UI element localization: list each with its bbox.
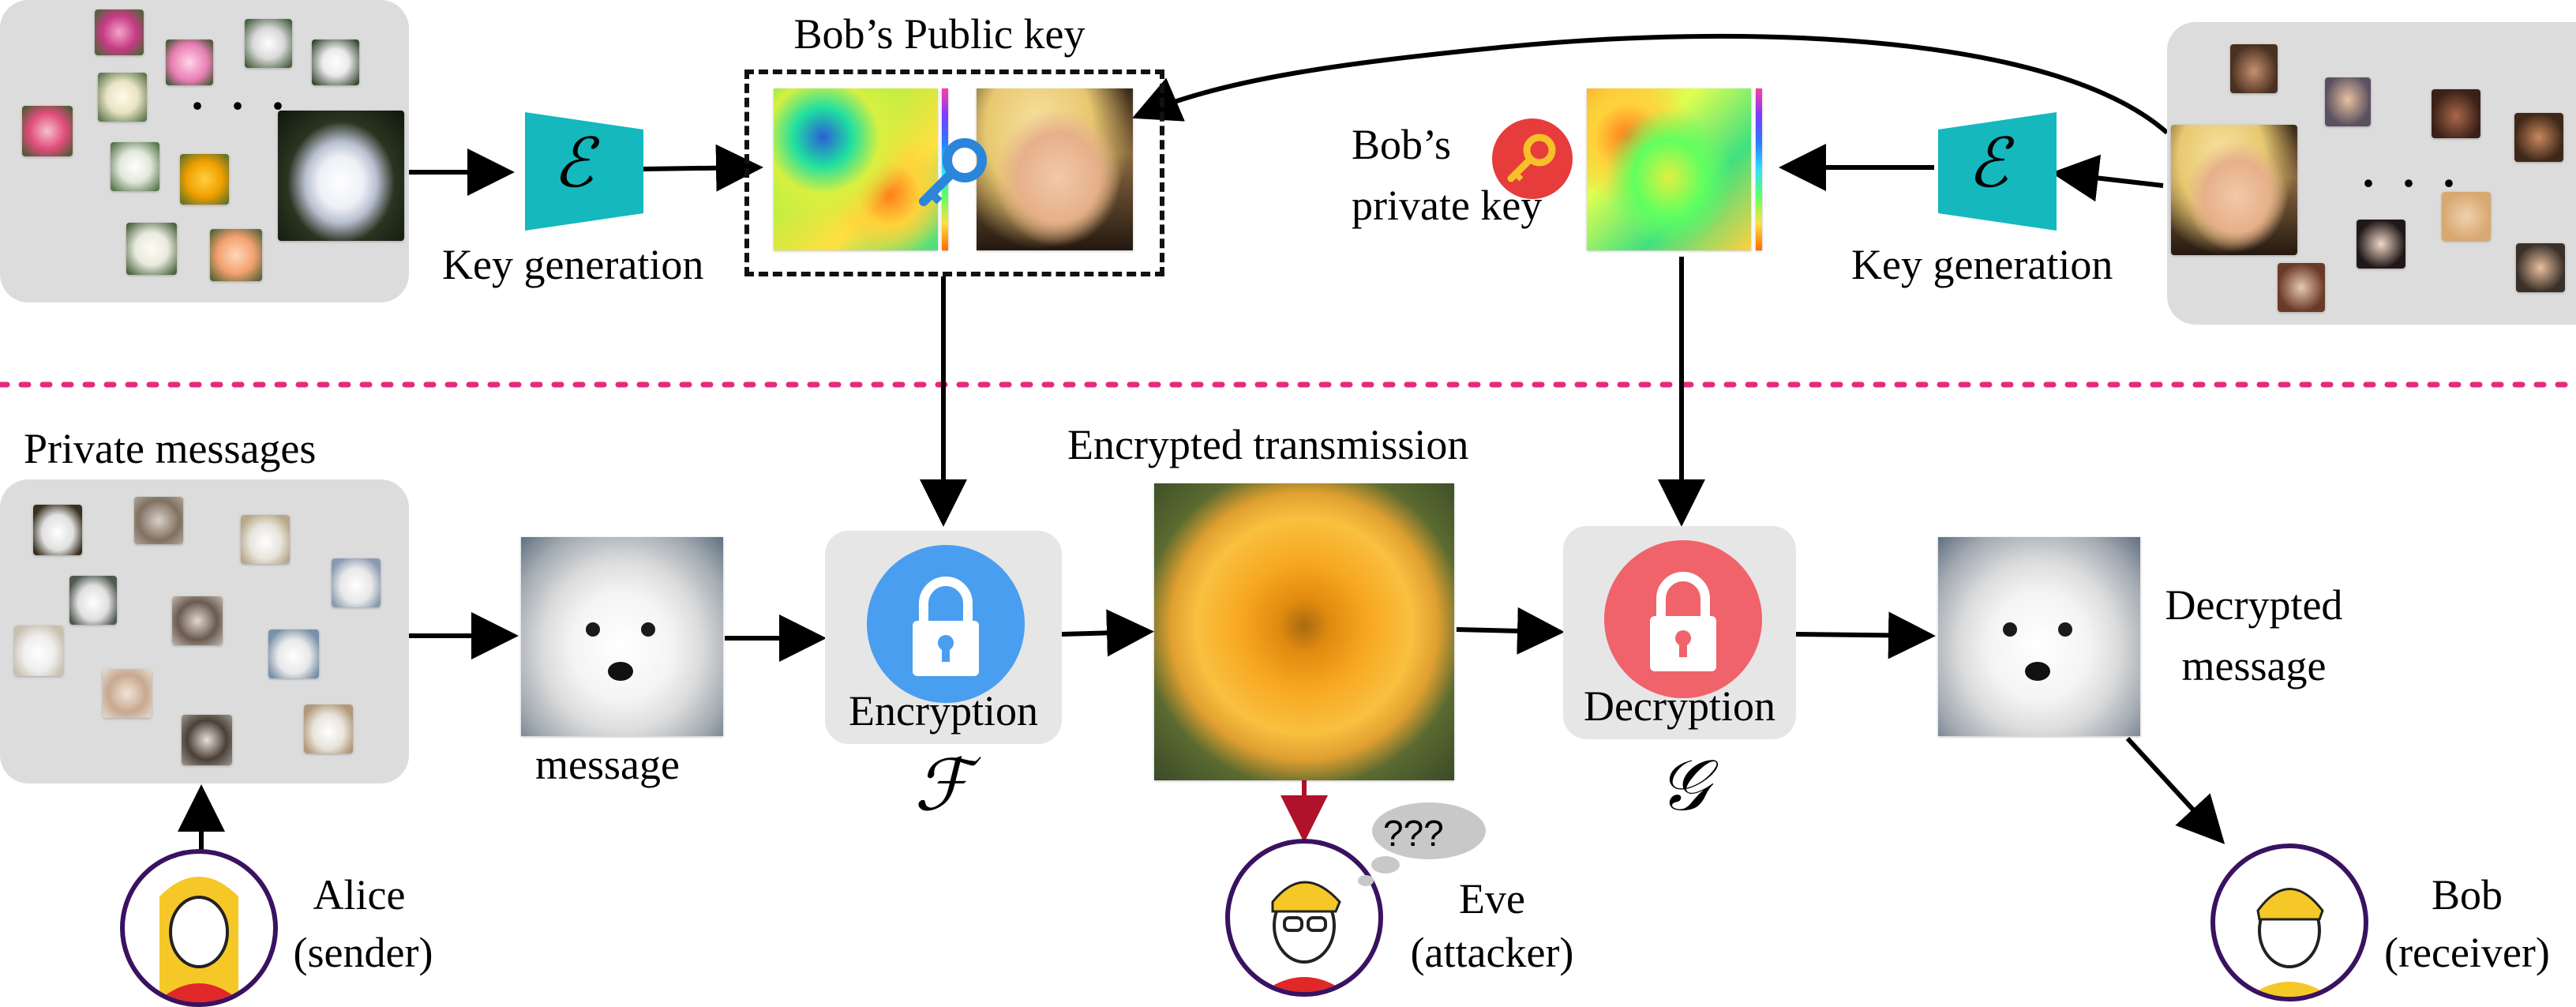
message-dog-eye — [586, 622, 600, 637]
encrypted-transmission-title: Encrypted transmission — [1067, 421, 1469, 468]
right-key-generation-label: Key generation — [1851, 241, 2113, 288]
left-key-generation-label: Key generation — [442, 241, 704, 288]
ellipsis: · · · — [2360, 157, 2464, 209]
ellipsis: · · · — [189, 80, 293, 132]
eve-thought-text: ??? — [1383, 813, 1444, 854]
private-messages-title: Private messages — [24, 425, 317, 472]
water-lily-image — [278, 111, 404, 241]
bob-face-source — [2171, 125, 2297, 255]
flower-thumbnail — [126, 223, 177, 275]
bob-avatar — [2210, 844, 2368, 1001]
bob-label-line1: Bob — [2431, 871, 2503, 919]
flower-thumbnail — [166, 39, 213, 85]
right-encoder — [1938, 112, 2057, 231]
flower-thumbnail — [312, 39, 359, 85]
alice-avatar — [120, 849, 278, 1007]
left-encoder — [525, 112, 643, 231]
encryption-symbol: ℱ — [914, 744, 970, 827]
eve-label-line1: Eve — [1459, 875, 1525, 922]
pet-thumbnail — [103, 669, 152, 718]
face-thumbnail — [2516, 243, 2565, 292]
face-thumbnail — [2325, 77, 2371, 126]
public-key-box — [744, 70, 1164, 276]
pet-thumbnail — [332, 558, 381, 607]
private-key-colorbar — [1756, 88, 1762, 250]
arrow-faces-to-encoder-right — [2051, 154, 2164, 202]
decryption-lock-icon — [1650, 572, 1716, 671]
face-dataset-panel: · · · — [2167, 22, 2576, 325]
encryption-label: Encryption — [849, 687, 1038, 735]
alice-label-line1: Alice — [313, 871, 406, 919]
arrow-face-to-public-key — [1131, 33, 2169, 135]
arrow-decryption-to-decrypted — [1795, 611, 1936, 659]
message-dog-eye — [641, 622, 655, 637]
public-key-icon — [919, 138, 987, 206]
arrow-encoder-to-public-key — [643, 144, 763, 192]
face-thumbnail — [2230, 44, 2278, 93]
face-thumbnail — [2442, 192, 2491, 241]
pet-thumbnail — [14, 626, 63, 676]
decrypted-image — [1938, 537, 2140, 736]
encrypted-image — [1154, 483, 1454, 780]
arrow-transmission-to-decryption — [1456, 607, 1565, 655]
message-image — [521, 537, 723, 736]
flower-dataset-panel: · · · — [0, 0, 409, 302]
encryption-lock-icon — [913, 577, 979, 676]
pet-thumbnail — [304, 705, 353, 753]
bob-face-public — [977, 88, 1133, 250]
decrypted-label-line2: message — [2181, 642, 2327, 689]
flower-thumbnail — [210, 229, 262, 281]
flower-thumbnail — [111, 142, 159, 191]
decrypted-dog-eye — [2003, 622, 2017, 637]
decrypted-dog-nose — [2025, 662, 2050, 681]
flower-thumbnail — [95, 9, 144, 55]
flower-thumbnail — [22, 106, 73, 156]
decryption-label: Decryption — [1584, 682, 1775, 730]
decrypted-dog-eye — [2058, 622, 2072, 637]
public-key-title: Bob’s Public key — [793, 10, 1086, 58]
public-key-heatmap — [774, 88, 938, 250]
message-label: message — [535, 741, 680, 788]
decryption-symbol: 𝒢 — [1658, 744, 1709, 827]
private-key-label-line1: Bob’s — [1352, 121, 1452, 168]
private-key-heatmap — [1587, 88, 1751, 250]
face-thumbnail — [2278, 263, 2325, 312]
pet-thumbnail — [241, 515, 290, 564]
arrow-decrypted-to-bob — [2125, 736, 2225, 844]
pet-thumbnail — [69, 576, 117, 625]
private-key-icon — [1507, 133, 1556, 182]
bob-label-line2: (receiver) — [2384, 929, 2550, 976]
face-thumbnail — [2514, 113, 2563, 162]
pet-thumbnail — [134, 497, 183, 544]
eve-avatar — [1225, 839, 1383, 997]
eve-label-line2: (attacker) — [1410, 929, 1574, 976]
alice-label-line2: (sender) — [293, 929, 433, 976]
private-messages-panel — [0, 479, 409, 783]
message-dog-nose — [608, 662, 633, 681]
pet-thumbnail — [268, 629, 319, 678]
thought-bubble — [1358, 802, 1486, 886]
right-encoder-symbol: ℰ — [1967, 124, 2009, 203]
left-encoder-symbol: ℰ — [553, 124, 594, 203]
arrow-encryption-to-transmission — [1061, 609, 1154, 657]
flower-thumbnail — [245, 19, 292, 68]
pet-thumbnail — [33, 505, 82, 555]
pet-thumbnail — [182, 715, 232, 765]
decrypted-label-line1: Decrypted — [2165, 581, 2343, 629]
face-thumbnail — [2432, 89, 2480, 138]
face-thumbnail — [2357, 220, 2405, 269]
pet-thumbnail — [172, 596, 223, 645]
flower-thumbnail — [180, 154, 229, 205]
flower-thumbnail — [98, 73, 147, 122]
